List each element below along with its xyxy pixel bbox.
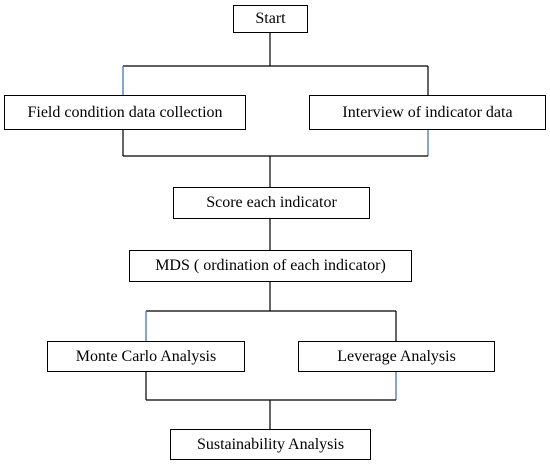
node-start: Start [233, 5, 308, 33]
node-score-each-indicator: Score each indicator [173, 187, 370, 219]
node-sustainability-analysis: Sustainability Analysis [170, 429, 371, 460]
node-interview-of-indicator-data: Interview of indicator data [309, 95, 546, 130]
node-monte-carlo-analysis: Monte Carlo Analysis [47, 341, 245, 372]
node-mds-ordination: MDS ( ordination of each indicator) [129, 250, 412, 282]
node-leverage-analysis: Leverage Analysis [298, 341, 495, 372]
node-field-condition-data-collection: Field condition data collection [4, 95, 246, 130]
